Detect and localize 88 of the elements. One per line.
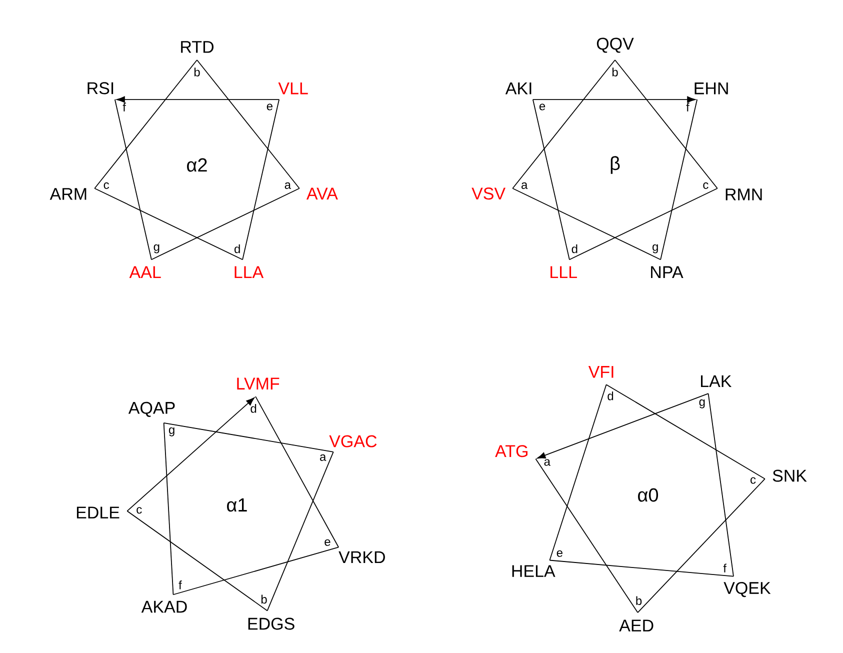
wheel-line — [126, 510, 268, 612]
residue-label: LLL — [550, 266, 577, 278]
wheel-line — [242, 99, 280, 260]
wheel-line — [532, 96, 696, 103]
vertex-letter: a — [320, 454, 326, 461]
wheel-line — [708, 393, 734, 577]
wheel-line — [163, 422, 174, 596]
residue-label: VFI — [588, 366, 614, 378]
helix-label: α1 — [227, 498, 247, 512]
vertex-letter: d — [250, 404, 256, 413]
wheel-line — [266, 451, 334, 612]
vertex-letter: g — [154, 244, 160, 254]
wheel-line — [569, 188, 718, 260]
wheel-line — [512, 188, 662, 260]
wheel-line — [606, 384, 766, 480]
residue-label: RMN — [726, 188, 762, 200]
wheel-line — [549, 560, 734, 577]
vertex-letter: f — [178, 580, 182, 590]
wheel-line — [532, 99, 570, 260]
residue-label: EDGS — [248, 618, 294, 630]
residue-label: NPA — [651, 266, 684, 278]
residue-label: VGAC — [329, 435, 377, 448]
wheel-line — [114, 99, 152, 260]
wheel-line — [94, 60, 198, 189]
residue-label: AED — [619, 620, 654, 632]
residue-label: AKI — [505, 82, 532, 94]
wheel-line — [151, 188, 300, 260]
wheel-line — [512, 60, 616, 189]
wheel-line — [549, 384, 607, 561]
wheel-line — [126, 397, 255, 512]
vertex-letter: c — [104, 182, 109, 189]
wheel-line — [172, 546, 340, 596]
vertex-letter: g — [168, 427, 174, 436]
vertex-letter: b — [261, 594, 267, 604]
vertex-letter: g — [699, 399, 705, 408]
residue-label: LVMF — [237, 378, 280, 390]
residue-label: VLL — [278, 82, 308, 94]
vertex-letter: e — [556, 550, 562, 557]
vertex-letter: g — [652, 244, 658, 254]
residue-label: LLA — [234, 266, 264, 278]
vertex-letter: b — [612, 68, 618, 76]
residue-label: RTD — [181, 41, 214, 53]
vertex-letter: d — [572, 244, 578, 254]
wheel-line — [660, 99, 698, 260]
wheel-line — [614, 60, 718, 189]
wheel-line — [537, 393, 709, 459]
residue-label: AQAP — [128, 402, 175, 417]
vertex-letter: a — [522, 182, 528, 189]
vertex-letter: f — [686, 102, 690, 112]
residue-label: AAL — [129, 266, 161, 278]
residue-label: AKAD — [141, 600, 187, 613]
residue-label: RSI — [88, 82, 114, 94]
wheel-line — [255, 396, 340, 548]
vertex-letter: d — [608, 391, 614, 400]
vertex-letter: f — [723, 564, 726, 572]
residue-label: VQEK — [724, 582, 771, 598]
residue-label: ARM — [50, 188, 86, 200]
helix-label: α2 — [187, 158, 207, 172]
wheel-line — [116, 96, 280, 103]
wheel-line — [535, 458, 638, 613]
residue-label: VSV — [472, 188, 506, 200]
vertex-letter: f — [122, 102, 126, 112]
residue-label: QQV — [596, 38, 634, 53]
vertex-letter: a — [544, 459, 550, 466]
vertex-letter: a — [284, 182, 291, 189]
helix-label: α0 — [638, 488, 658, 502]
wheel-line — [94, 188, 243, 260]
wheel-line — [196, 60, 300, 189]
residue-label: AVA — [306, 188, 338, 200]
residue-label: VRKD — [338, 551, 385, 564]
residue-label: ATG — [495, 445, 528, 458]
vertex-letter: c — [703, 182, 708, 189]
vertex-letter: e — [539, 104, 546, 110]
residue-label: LAK — [701, 375, 732, 388]
vertex-letter: c — [750, 477, 756, 484]
vertex-letter: e — [324, 539, 330, 546]
vertex-letter: e — [266, 104, 272, 110]
vertex-letter: b — [194, 68, 200, 76]
residue-label: EDLE — [76, 506, 120, 518]
helix-label: β — [610, 156, 620, 174]
residue-label: EHN — [694, 82, 728, 94]
residue-label: SNK — [772, 470, 807, 482]
vertex-letter: d — [234, 244, 240, 254]
vertex-letter: b — [636, 596, 642, 605]
residue-label: HELA — [512, 565, 556, 577]
wheel-line — [163, 422, 334, 452]
wheel-line — [637, 478, 766, 613]
vertex-letter: c — [136, 507, 142, 514]
